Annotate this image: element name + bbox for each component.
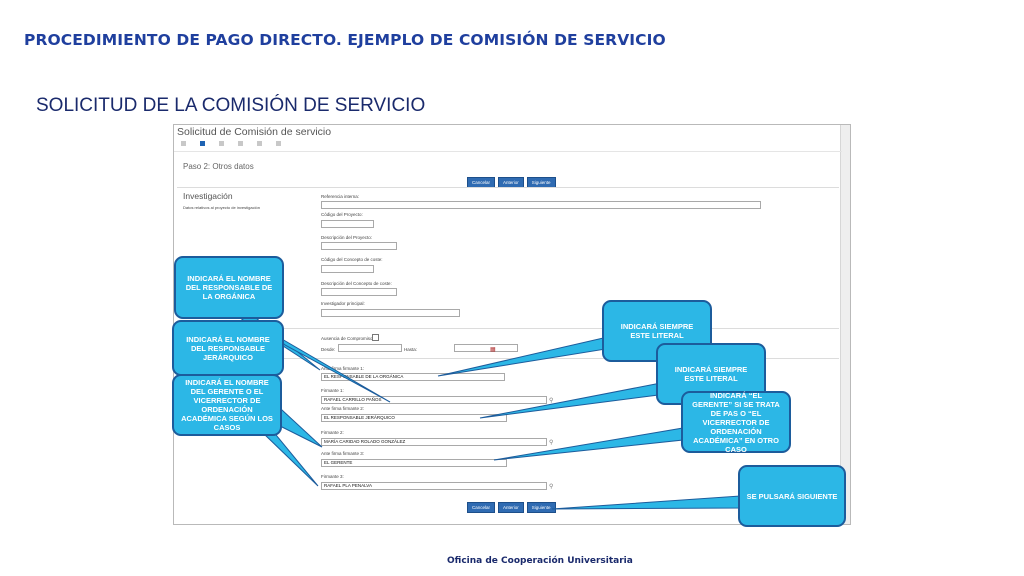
project-desc-input[interactable] (321, 242, 397, 250)
calendar-icon[interactable]: ▦ (490, 347, 496, 353)
callout-gerente: INDICARÁ EL NOMBRE DEL GERENTE O EL VICE… (172, 374, 282, 436)
pointer-siguiente (551, 495, 741, 510)
step-2-icon[interactable] (200, 141, 205, 146)
slide-title: PROCEDIMIENTO DE PAGO DIRECTO. EJEMPLO D… (24, 31, 666, 49)
commitment-checkbox[interactable] (372, 334, 379, 341)
signer3-name-label: Firmante 3: (321, 474, 344, 479)
pointer-el-gerente (493, 427, 684, 461)
cost-code-input[interactable] (321, 265, 374, 273)
step-6-icon[interactable] (276, 141, 281, 146)
callout-organica: INDICARÁ EL NOMBRE DEL RESPONSABLE DE LA… (174, 256, 284, 319)
cost-code-label: Código del Concepto de coste: (321, 257, 383, 262)
signer1-antefirma-input[interactable]: EL RESPONSABLE DE LA ORGÁNICA (321, 373, 505, 381)
pointer-literal2 (479, 381, 667, 419)
to-label: Hasta: (404, 347, 418, 352)
ref-internal-label: Referencia interna: (321, 194, 360, 199)
signer3-name-input[interactable]: RAFAEL PLA PENALVA (321, 482, 547, 490)
cancel-button[interactable]: Cancelar (467, 502, 496, 513)
project-code-input[interactable] (321, 220, 374, 228)
signer1-label: Ante firma firmante 1: (321, 366, 365, 371)
signer1-name-input[interactable]: RAFAEL CARRILLO PAÑOS (321, 396, 547, 404)
signer2-antefirma-input[interactable]: EL RESPONSABLE JERÁRQUICO (321, 414, 507, 422)
bottom-button-row: Cancelar Anterior Siguiente (467, 502, 556, 513)
divider (177, 358, 839, 359)
pointer-jerarquico (274, 334, 391, 403)
from-label: Desde: (321, 347, 336, 352)
step-label: Paso 2: Otros datos (183, 162, 254, 171)
callout-jerarquico: INDICARÁ EL NOMBRE DEL RESPONSABLE JERÁR… (172, 320, 284, 376)
project-desc-label: Descripción del Proyecto: (321, 235, 373, 240)
signer2-label: Ante firma firmante 2: (321, 406, 365, 411)
signer1-name-label: Firmante 1: (321, 388, 344, 393)
callout-el-gerente: INDICARÁ “EL GERENTE” SI SE TRATA DE PAS… (681, 391, 791, 454)
researcher-label: Investigador principal: (321, 301, 365, 306)
researcher-input[interactable] (321, 309, 460, 317)
signer2-name-input[interactable]: MARÍA CARIDAD ROLADO GONZÁLEZ (321, 438, 547, 446)
commitment-label: Ausencia de Compromiso (321, 336, 373, 341)
callout-siguiente: SE PULSARÁ SIGUIENTE (738, 465, 846, 527)
step-1-icon[interactable] (181, 141, 186, 146)
step-4-icon[interactable] (238, 141, 243, 146)
signer3-antefirma-input[interactable]: EL GERENTE (321, 459, 507, 467)
section-description: Datos relativos al proyecto de investiga… (183, 205, 260, 210)
divider (177, 187, 839, 188)
search-icon[interactable]: ⚲ (549, 440, 554, 446)
to-date-input[interactable] (454, 344, 518, 352)
search-icon[interactable]: ⚲ (549, 398, 554, 404)
step-3-icon[interactable] (219, 141, 224, 146)
cost-desc-input[interactable] (321, 288, 397, 296)
step-5-icon[interactable] (257, 141, 262, 146)
footer-text: Oficina de Cooperación Universitaria (447, 556, 633, 566)
next-button[interactable]: Siguiente (526, 502, 556, 513)
search-icon[interactable]: ⚲ (549, 484, 554, 490)
from-date-input[interactable] (338, 344, 402, 352)
section-title: Investigación (183, 191, 233, 201)
signer3-label: Ante firma firmante 3: (321, 451, 365, 456)
window-title: Solicitud de Comisión de servicio (177, 126, 332, 138)
step-indicator (174, 139, 842, 152)
divider (177, 328, 839, 329)
slide-subtitle: SOLICITUD DE LA COMISIÓN DE SERVICIO (36, 95, 426, 116)
cost-desc-label: Descripción del Concepto de coste: (321, 281, 392, 286)
project-code-label: Código del Proyecto: (321, 212, 363, 217)
previous-button[interactable]: Anterior (498, 502, 524, 513)
vertical-scrollbar[interactable] (840, 125, 850, 524)
pointer-literal1 (437, 335, 613, 377)
ref-internal-input[interactable] (321, 201, 761, 209)
signer2-name-label: Firmante 2: (321, 430, 344, 435)
